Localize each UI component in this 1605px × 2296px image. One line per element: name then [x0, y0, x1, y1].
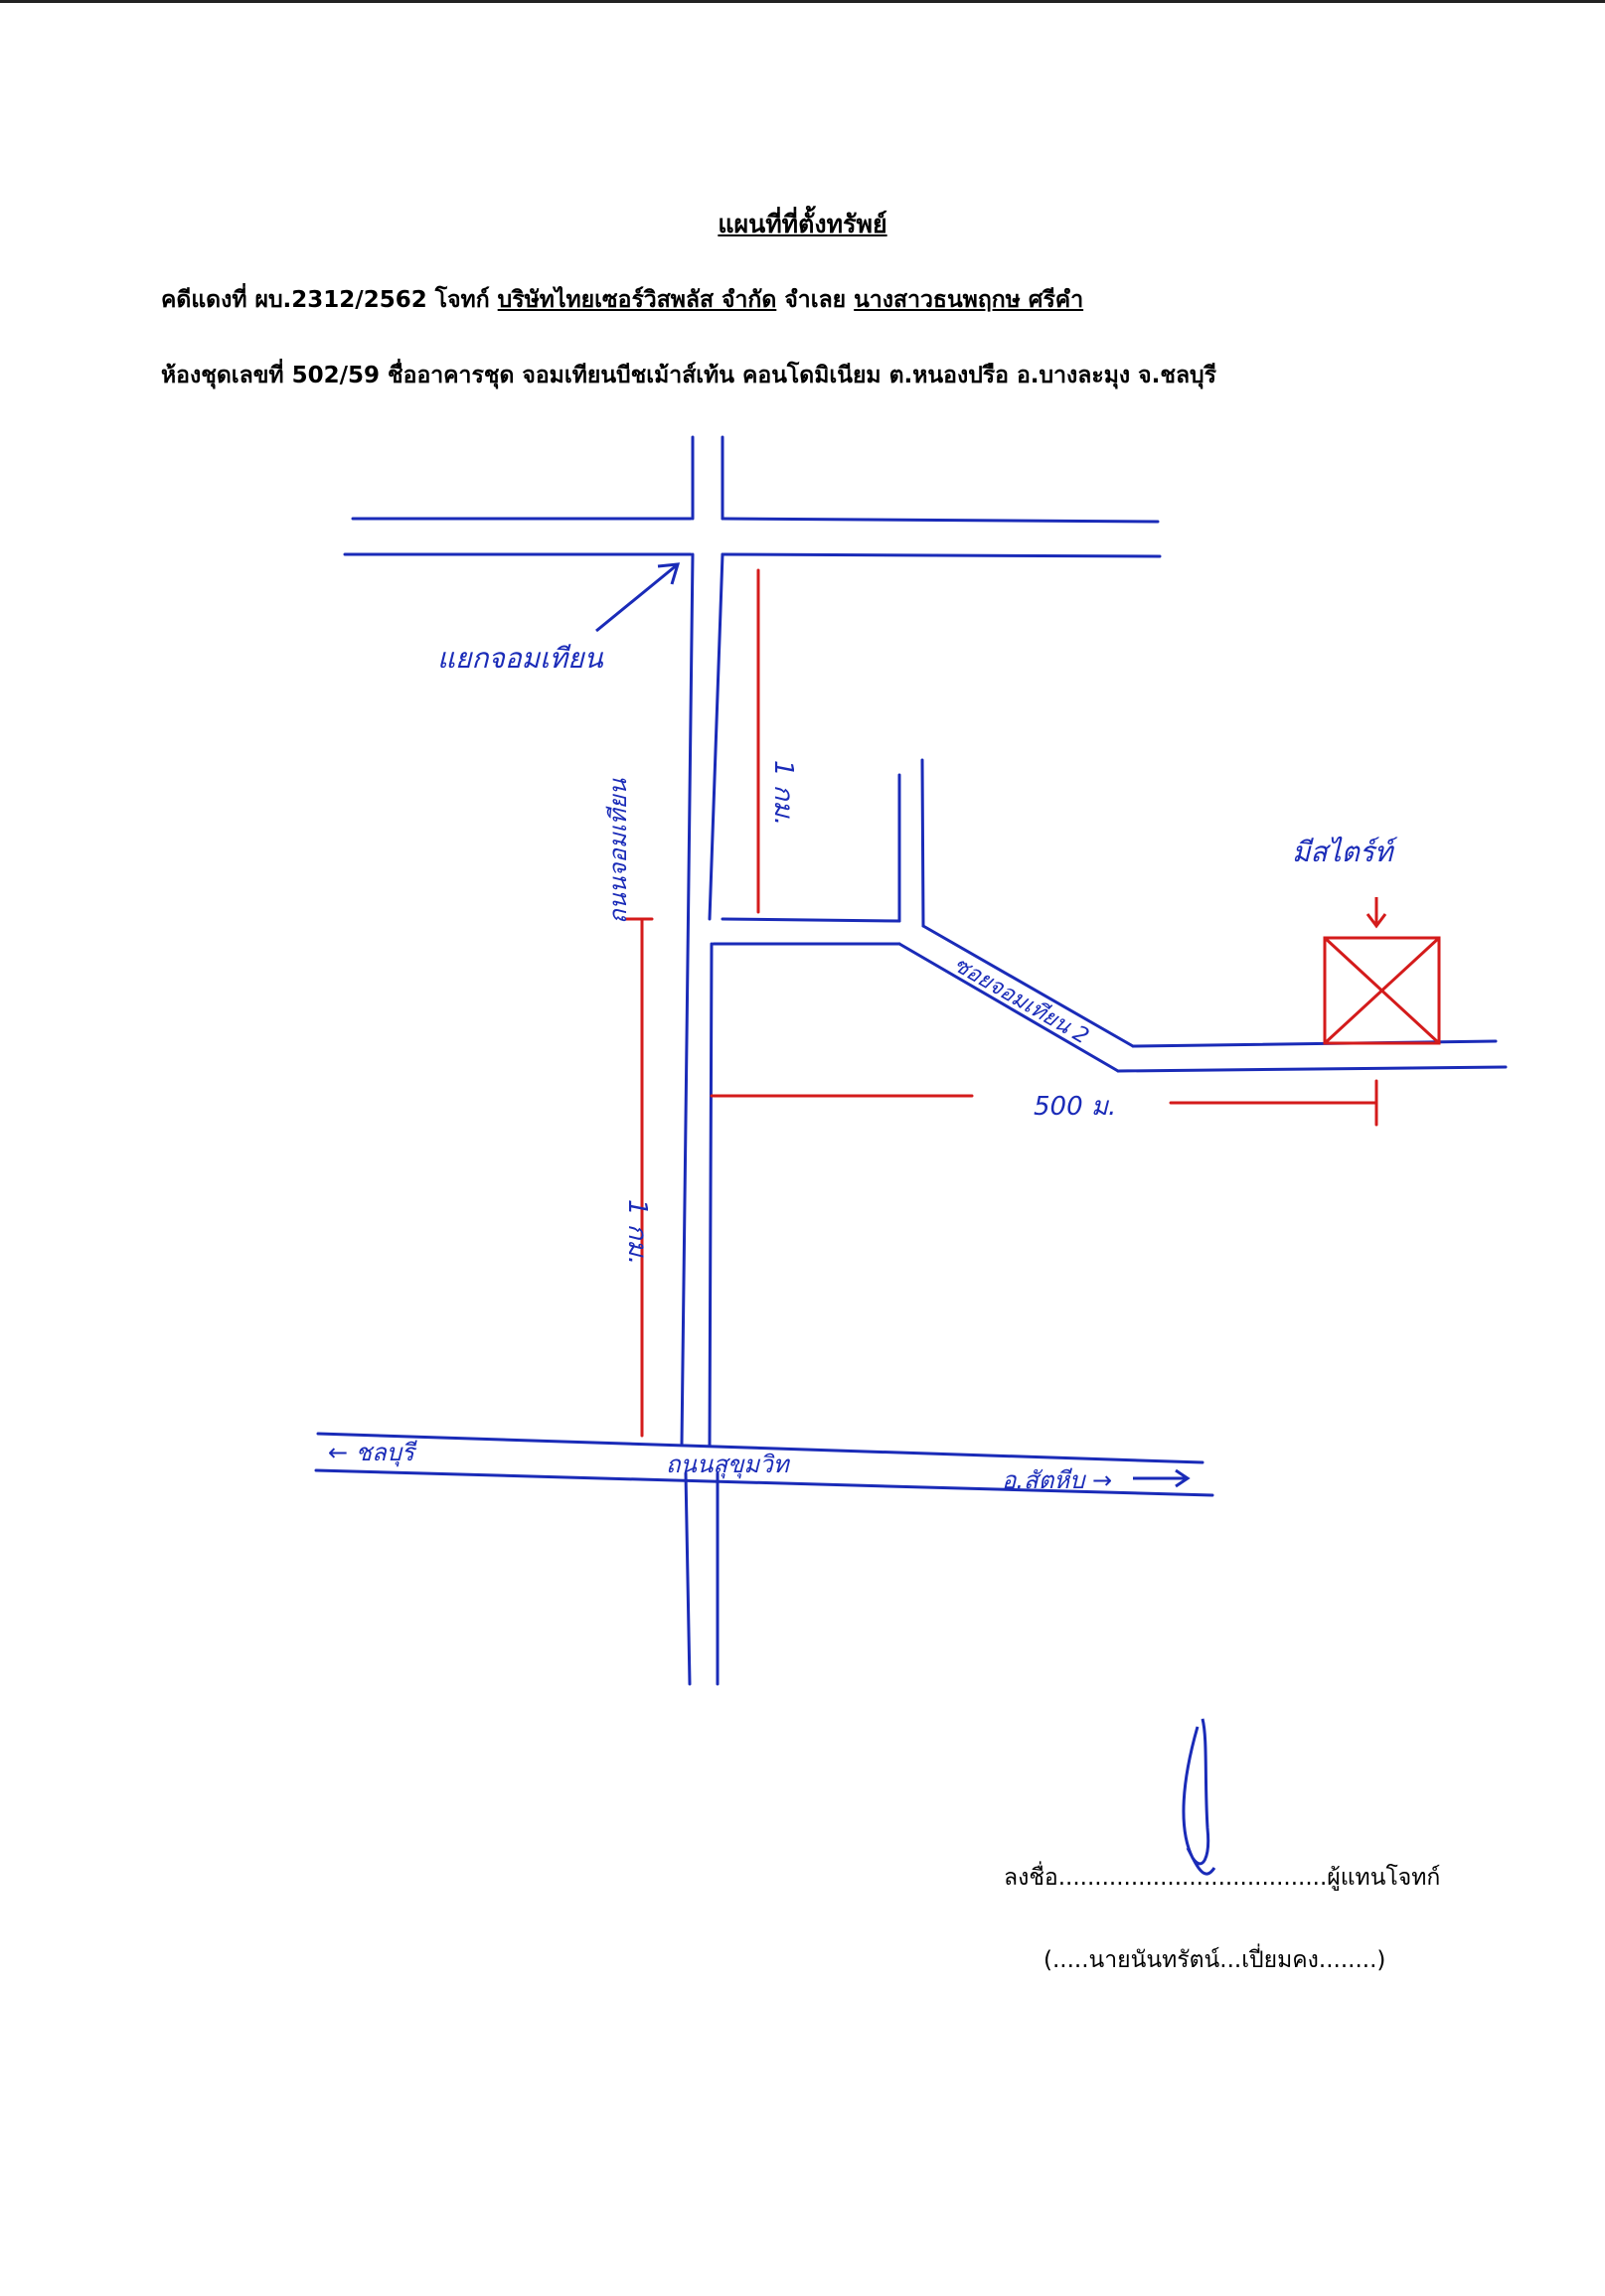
top-road-upper-right — [721, 517, 1160, 524]
top-road-lower-right — [721, 552, 1162, 558]
handwritten-signature — [1182, 1718, 1216, 1876]
property-arrow-head — [1365, 913, 1387, 929]
case-prefix: คดีแดงที่ ผบ.2312/2562 โจทก์ — [161, 287, 490, 313]
property-box — [1323, 936, 1441, 1045]
vertical-road-right-lower — [708, 942, 714, 1448]
soi-upper-edge — [721, 917, 901, 923]
intersection-arrow-shaft — [595, 562, 679, 633]
bottom-road-upper — [316, 1432, 1204, 1464]
bottom-road-label: ถนนสุขุมวิท — [666, 1451, 791, 1479]
bottom-road-lower — [314, 1468, 1214, 1497]
right-direction-arrow-head — [1175, 1468, 1191, 1488]
soi-diagonal-upper — [921, 924, 1135, 1048]
to-left-label: ← ชลบุรี — [328, 1439, 417, 1467]
plaintiff-name: บริษัทไทยเซอร์วิสพลัส จำกัด — [497, 287, 777, 313]
vertical-road-left — [680, 552, 695, 1446]
page-top-edge — [0, 0, 1605, 3]
distance-left-label: 1 กม. — [622, 1199, 652, 1265]
distance-top-label: 1 กม. — [768, 760, 798, 826]
distance-right-label: 500 ม. — [1034, 1092, 1116, 1122]
to-right-label: อ.สัตหีบ → — [1002, 1466, 1112, 1494]
soi-right-lower — [1116, 1065, 1508, 1073]
soi-right-upper — [1131, 1039, 1498, 1048]
intersection-arrow-head — [657, 562, 681, 585]
soi-diagonal-lower — [897, 942, 1120, 1073]
vertical-road-bottom-left — [684, 1471, 692, 1686]
destination-label: มีสไตร์ท์ — [1292, 836, 1398, 868]
defendant-name: นางสาวธนพฤกษ ศรีคำ — [854, 287, 1084, 313]
property-line: ห้องชุดเลขที่ 502/59 ชื่ออาคารชุด จอมเที… — [161, 363, 1216, 388]
soi-stub-right — [920, 758, 925, 928]
property-cross-2 — [1323, 936, 1441, 1045]
soi-label: ซอยจอมเทียน 2 — [949, 953, 1093, 1050]
signature-line: ลงชื่อ..................................… — [1004, 1865, 1441, 1891]
document-title: แผนที่ที่ตั้งทรัพย์ — [718, 210, 887, 238]
vertical-road-label: ถนนจอมเทียน — [604, 778, 632, 924]
defendant-label: จำเลย — [784, 287, 847, 313]
vertical-road-right-upper — [708, 552, 724, 921]
signer-name: (.....นายนันทรัตน์...เปี่ยมคง........) — [1043, 1947, 1386, 1973]
case-line: คดีแดงที่ ผบ.2312/2562 โจทก์ บริษัทไทยเซ… — [161, 282, 1083, 318]
intersection-label: แยกจอมเทียน — [437, 642, 604, 675]
